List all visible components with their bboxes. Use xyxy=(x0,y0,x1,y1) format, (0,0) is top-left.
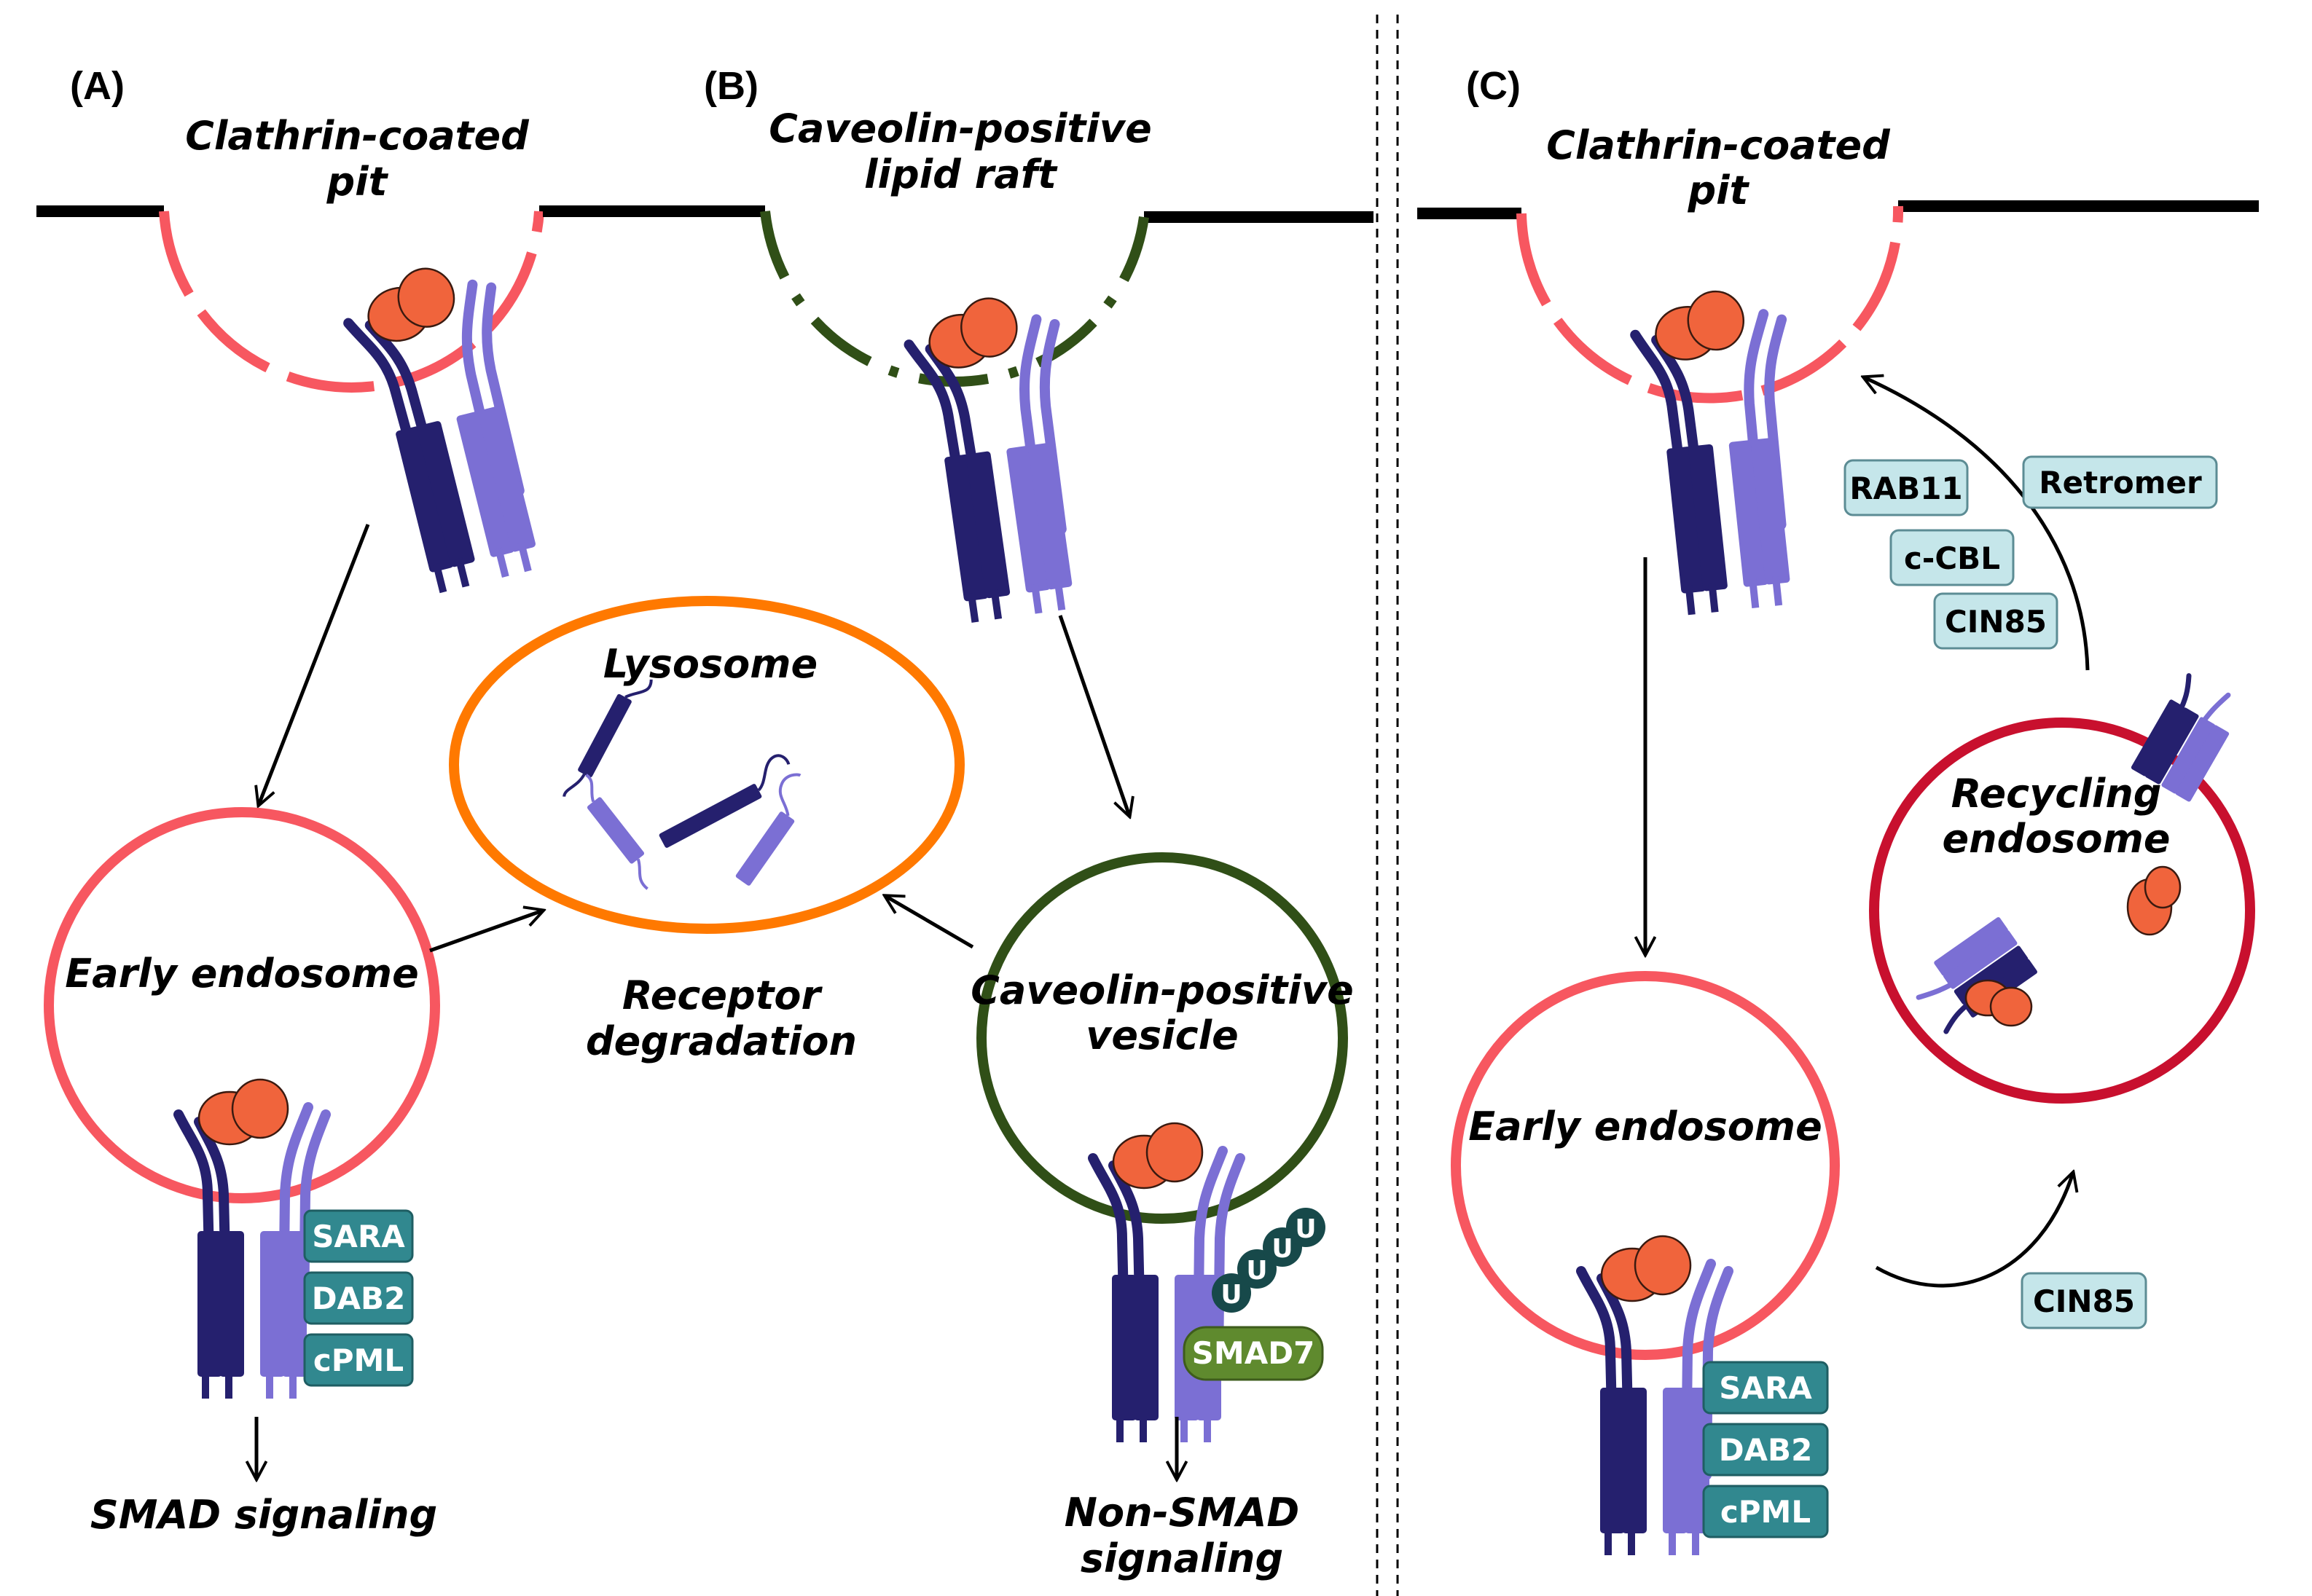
smad-signaling-label: SMAD signaling xyxy=(90,1492,437,1538)
caveolin-positive-vesicle xyxy=(976,852,1348,1224)
factor-c-cbl: c-CBL xyxy=(1904,540,2000,576)
receptor-degradation-label-1: Receptor xyxy=(622,972,823,1018)
receptor-complex-c-pit xyxy=(1631,285,1811,618)
recycling-endosome-label-2: endosome xyxy=(1943,816,2171,862)
smad7-label: SMAD7 xyxy=(1192,1335,1315,1371)
adaptor-dab2-c: DAB2 xyxy=(1719,1432,1813,1468)
clathrin-coated-pit-c xyxy=(1516,205,1904,404)
panel-label-a: (A) xyxy=(70,64,125,108)
non-smad-label-2: signaling xyxy=(1081,1536,1283,1581)
arrow-pit-to-endosome-a xyxy=(259,524,370,805)
factor-rab11: RAB11 xyxy=(1849,471,1962,506)
recycling-endosome xyxy=(1869,718,2255,1104)
vesicle-label-1: Caveolin-positive xyxy=(971,967,1353,1013)
ligand-recycling-bottom xyxy=(1964,979,2033,1027)
arrow-vesicle-to-lysosome xyxy=(885,896,974,949)
pit-label-c-2: pit xyxy=(1688,168,1750,213)
early-endosome-c-label: Early endosome xyxy=(1468,1104,1822,1149)
early-endosome-c xyxy=(1451,971,1840,1360)
panel-label-b: (B) xyxy=(704,64,759,108)
raft-label-2: lipid raft xyxy=(864,152,1058,197)
raft-label-1: Caveolin-positive xyxy=(769,106,1151,152)
panel-divider xyxy=(1376,15,1399,1596)
adaptor-sara-c: SARA xyxy=(1719,1370,1812,1406)
early-endosome-a-label: Early endosome xyxy=(65,951,418,996)
receptor-complex-a-pit xyxy=(340,253,560,599)
lysosome xyxy=(449,596,965,934)
non-smad-label-1: Non-SMAD xyxy=(1065,1490,1299,1536)
ubiquitin-2: U xyxy=(1246,1256,1267,1286)
pit-label-a-2: pit xyxy=(326,159,389,205)
adaptor-cpml-c: cPML xyxy=(1720,1494,1811,1530)
adaptor-dab2-a: DAB2 xyxy=(312,1281,406,1316)
adaptor-cpml-a: cPML xyxy=(313,1343,404,1378)
free-ligand-recycling xyxy=(2126,865,2182,936)
ubiquitin-3: U xyxy=(1271,1234,1293,1264)
recycling-factor-boxes: RAB11 c-CBL CIN85 Retromer xyxy=(1843,455,2218,650)
receptor-degradation-label-2: degradation xyxy=(586,1018,857,1064)
ubiquitin-4: U xyxy=(1295,1214,1316,1244)
arrow-raft-to-vesicle xyxy=(1058,615,1129,816)
pit-label-a-1: Clathrin-coated xyxy=(185,113,530,159)
panel-c: Clathrin-coated pit Early endosome SARA … xyxy=(1417,122,2259,1555)
lysosome-group: Lysosome Receptor degradation xyxy=(449,596,965,1064)
ubiquitin-chain: U U U U xyxy=(1212,1208,1325,1313)
panel-b: Caveolin-positive lipid raft Caveolin-po… xyxy=(543,106,1374,1581)
adaptor-boxes-c: SARA DAB2 cPML xyxy=(1702,1361,1829,1538)
panel-a: Clathrin-coated pit Early endosome SARA … xyxy=(36,113,743,1538)
panel-label-c: (C) xyxy=(1466,64,1521,108)
arrow-endosome-to-recycling xyxy=(1875,1173,2073,1288)
clathrin-coated-pit-a xyxy=(159,211,544,393)
early-endosome-a xyxy=(44,807,440,1203)
smad7-box xyxy=(1183,1326,1324,1381)
adaptor-boxes-a: SARA DAB2 cPML xyxy=(303,1209,414,1387)
arrow-endosome-to-lysosome xyxy=(429,911,543,953)
factor-cin85: CIN85 xyxy=(1945,604,2047,640)
degraded-receptor-fragments xyxy=(563,679,802,890)
cin85-lower-box xyxy=(2021,1272,2147,1329)
cin85-lower-label: CIN85 xyxy=(2033,1284,2135,1319)
recycling-endosome-label-1: Recycling xyxy=(1951,771,2162,817)
factor-retromer: Retromer xyxy=(2039,465,2202,500)
vesicle-label-2: vesicle xyxy=(1086,1013,1239,1058)
pit-label-c-1: Clathrin-coated xyxy=(1546,122,1891,168)
ubiquitin-1: U xyxy=(1220,1280,1242,1310)
lysosome-label: Lysosome xyxy=(603,641,818,687)
adaptor-sara-a: SARA xyxy=(312,1219,405,1254)
